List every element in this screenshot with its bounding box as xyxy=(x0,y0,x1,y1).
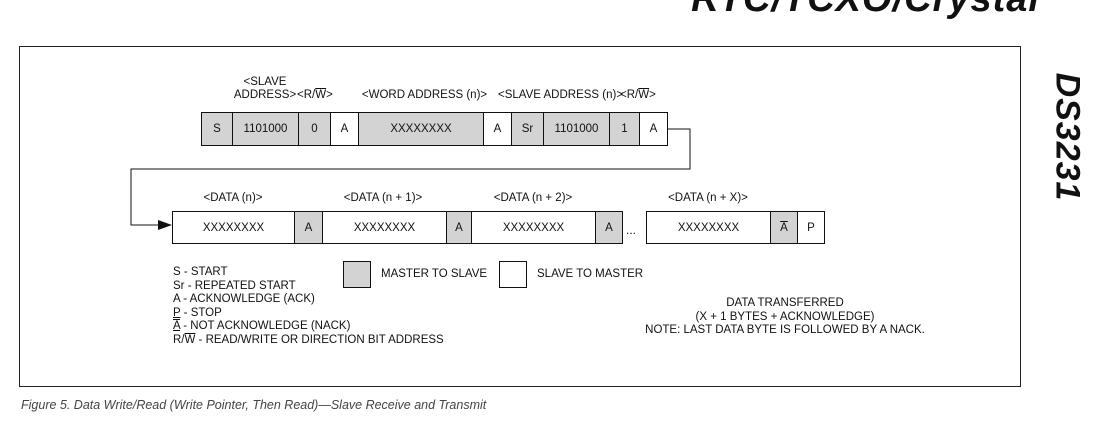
figure-caption: Figure 5. Data Write/Read (Write Pointer… xyxy=(21,398,487,412)
label-rw-2: <R/W> xyxy=(620,89,656,101)
cell-ack: A xyxy=(595,211,623,244)
cell-ack: A xyxy=(446,211,472,244)
cell-slave-address: 1101000 xyxy=(543,112,610,146)
cell-data-byte: XXXXXXXX xyxy=(172,211,295,244)
cell-ack: A xyxy=(330,112,359,146)
label-data-n-plus-1: <DATA (n + 1)> xyxy=(343,192,423,204)
cell-read-bit: 1 xyxy=(609,112,640,146)
page-header-title: RTC/TCXO/Crystal xyxy=(640,0,1040,18)
cell-data-byte: XXXXXXXX xyxy=(322,211,447,244)
cell-slave-address: 1101000 xyxy=(232,112,299,146)
legend-swatch-master xyxy=(343,261,371,288)
legend-swatch-slave xyxy=(499,261,527,288)
cell-data-byte-last: XXXXXXXX xyxy=(646,211,771,244)
legend-master-to-slave: MASTER TO SLAVE xyxy=(381,268,488,280)
cell-write-bit: 0 xyxy=(298,112,331,146)
cell-ack: A xyxy=(483,112,512,146)
diagram-frame xyxy=(19,46,1021,387)
label-data-n-plus-x: <DATA (n + X)> xyxy=(668,192,748,204)
legend-slave-to-master: SLAVE TO MASTER xyxy=(537,268,644,280)
cell-repeated-start: Sr xyxy=(511,112,544,146)
label-word-address: <WORD ADDRESS (n)> xyxy=(361,89,488,101)
cell-nack: A xyxy=(770,211,798,244)
label-data-n: <DATA (n)> xyxy=(203,192,263,204)
label-rw-1: <R/W> xyxy=(297,89,333,101)
label-data-n-plus-2: <DATA (n + 2)> xyxy=(493,192,573,204)
data-transferred-note: DATA TRANSFERRED (X + 1 BYTES + ACKNOWLE… xyxy=(645,297,925,337)
cell-ack: A xyxy=(294,211,323,244)
ellipsis: ... xyxy=(626,223,637,237)
cell-ack: A xyxy=(639,112,668,146)
legend-definitions: S - START Sr - REPEATED START A - ACKNOW… xyxy=(173,266,444,346)
label-slave-address-n: <SLAVE ADDRESS (n)> xyxy=(498,89,624,101)
cell-start: S xyxy=(201,112,233,146)
label-slave-address: <SLAVE ADDRESS> xyxy=(233,76,297,101)
cell-stop: P xyxy=(797,211,825,244)
cell-data-byte: XXXXXXXX xyxy=(471,211,596,244)
